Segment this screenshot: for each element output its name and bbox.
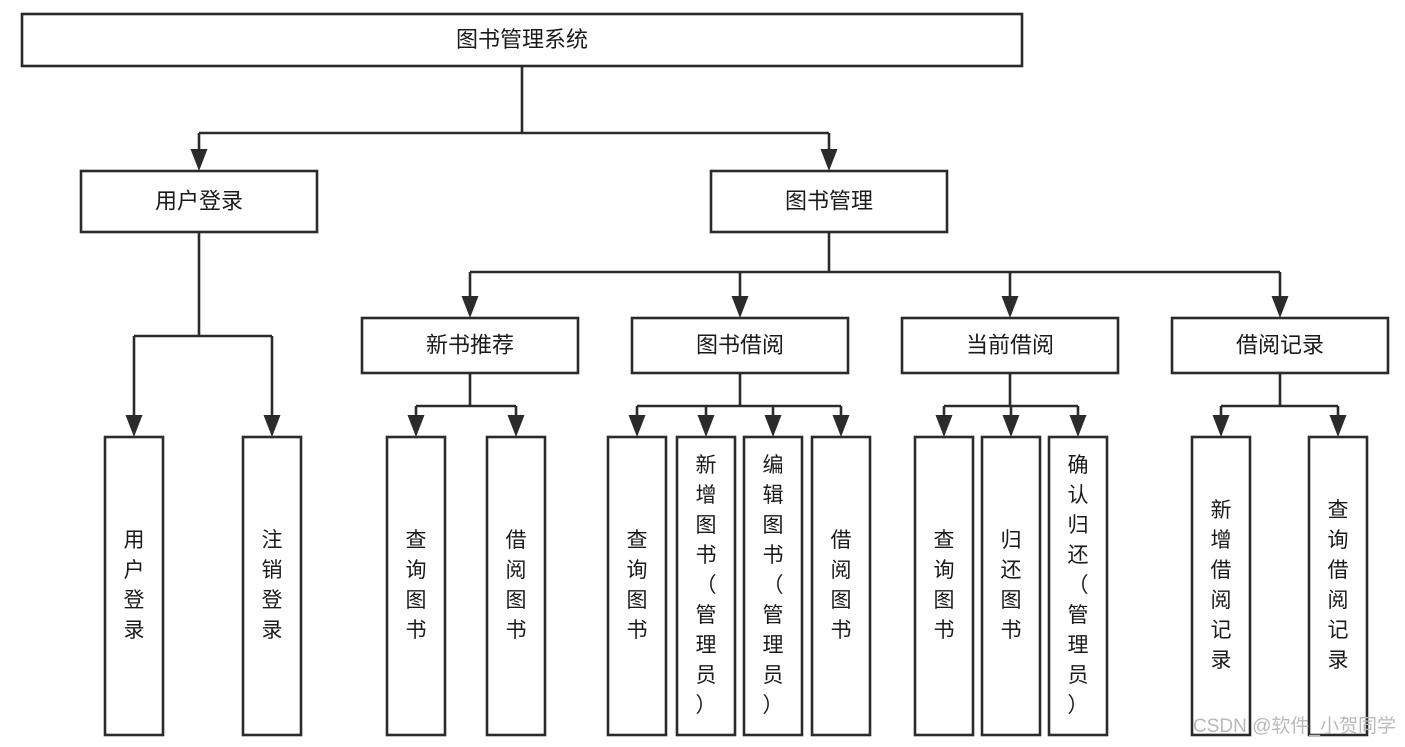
node-box-book-manage[interactable]	[709, 169, 949, 234]
arrow-head-icon	[764, 415, 782, 437]
node-label-leaf-query-record: 查询借阅记录	[1328, 499, 1349, 672]
node-leaf-add-book[interactable]: 新增图书（管理员）	[675, 435, 737, 737]
node-label-current-borrow: 当前借阅	[966, 332, 1054, 357]
node-leaf-query-book-1[interactable]: 查询图书	[385, 435, 447, 737]
node-box-leaf-add-record[interactable]	[1190, 435, 1252, 737]
node-leaf-add-record[interactable]: 新增借阅记录	[1190, 435, 1252, 737]
node-box-leaf-edit-book[interactable]	[742, 435, 804, 737]
node-label-book-borrow: 图书借阅	[696, 332, 784, 357]
arrow-head-icon	[832, 415, 850, 437]
node-box-user-login[interactable]	[79, 169, 319, 234]
watermark-layer: CSDN @软件_小贺同学	[1193, 715, 1396, 737]
node-box-leaf-logout[interactable]	[241, 435, 303, 737]
node-box-leaf-query-book-1[interactable]	[385, 435, 447, 737]
node-box-leaf-user-login[interactable]	[103, 435, 165, 737]
node-leaf-confirm-return[interactable]: 确认归还（管理员）	[1047, 435, 1109, 737]
node-label-leaf-add-record: 新增借阅记录	[1211, 499, 1232, 672]
arrow-head-icon	[935, 415, 953, 437]
connector-group-book-borrow	[628, 373, 850, 437]
node-leaf-user-login[interactable]: 用户登录	[103, 435, 165, 737]
node-leaf-edit-book[interactable]: 编辑图书（管理员）	[742, 435, 804, 737]
arrow-head-icon	[1271, 296, 1289, 318]
node-leaf-query-record[interactable]: 查询借阅记录	[1307, 435, 1369, 737]
arrow-head-icon	[628, 415, 646, 437]
node-label-user-login: 用户登录	[155, 188, 243, 213]
node-book-borrow[interactable]: 图书借阅	[630, 316, 850, 375]
connector-group-new-book-rec	[407, 373, 525, 437]
node-label-leaf-user-login: 用户登录	[124, 529, 145, 642]
node-label-leaf-edit-book: 编辑图书（管理员）	[763, 454, 784, 717]
node-root[interactable]: 图书管理系统	[20, 12, 1024, 68]
node-label-leaf-confirm-return: 确认归还（管理员）	[1068, 454, 1089, 717]
arrow-head-icon	[731, 296, 749, 318]
node-box-leaf-query-record[interactable]	[1307, 435, 1369, 737]
node-box-borrow-record[interactable]	[1170, 316, 1390, 375]
node-book-manage[interactable]: 图书管理	[709, 169, 949, 234]
arrow-head-icon	[1002, 415, 1020, 437]
node-label-root: 图书管理系统	[456, 27, 588, 52]
arrow-head-icon	[507, 415, 525, 437]
node-label-book-manage: 图书管理	[785, 188, 873, 213]
node-label-leaf-query-book-2: 查询图书	[627, 529, 648, 642]
node-current-borrow[interactable]: 当前借阅	[900, 316, 1120, 375]
node-label-borrow-record: 借阅记录	[1236, 332, 1324, 357]
node-box-leaf-query-book-2[interactable]	[606, 435, 668, 737]
node-leaf-query-book-2[interactable]: 查询图书	[606, 435, 668, 737]
node-box-root[interactable]	[20, 12, 1024, 68]
node-label-leaf-borrow-book-2: 借阅图书	[831, 529, 852, 642]
node-leaf-return-book[interactable]: 归还图书	[980, 435, 1042, 737]
arrow-head-icon	[190, 149, 208, 171]
node-leaf-query-book-3[interactable]: 查询图书	[913, 435, 975, 737]
csdn-watermark: CSDN @软件_小贺同学	[1193, 715, 1396, 737]
node-leaf-logout[interactable]: 注销登录	[241, 435, 303, 737]
connector-group-borrow-record	[1212, 373, 1347, 437]
node-box-leaf-query-book-3[interactable]	[913, 435, 975, 737]
connector-layer	[125, 66, 1347, 437]
node-leaf-borrow-book-2[interactable]: 借阅图书	[810, 435, 872, 737]
arrow-head-icon	[1001, 296, 1019, 318]
node-box-current-borrow[interactable]	[900, 316, 1120, 375]
arrow-head-icon	[697, 415, 715, 437]
node-box-new-book-rec[interactable]	[360, 316, 580, 375]
node-label-leaf-return-book: 归还图书	[1001, 529, 1022, 642]
node-label-leaf-borrow-book-1: 借阅图书	[506, 529, 527, 642]
arrow-head-icon	[263, 415, 281, 437]
node-label-leaf-query-book-3: 查询图书	[934, 529, 955, 642]
node-user-login[interactable]: 用户登录	[79, 169, 319, 234]
node-borrow-record[interactable]: 借阅记录	[1170, 316, 1390, 375]
node-leaf-borrow-book-1[interactable]: 借阅图书	[485, 435, 547, 737]
node-label-leaf-add-book: 新增图书（管理员）	[696, 454, 717, 717]
connector-group-user-login	[125, 232, 281, 437]
connector-group-current-borrow	[935, 373, 1087, 437]
node-box-book-borrow[interactable]	[630, 316, 850, 375]
node-box-leaf-borrow-book-1[interactable]	[485, 435, 547, 737]
node-label-leaf-query-book-1: 查询图书	[406, 529, 427, 642]
node-box-leaf-return-book[interactable]	[980, 435, 1042, 737]
node-box-leaf-confirm-return[interactable]	[1047, 435, 1109, 737]
arrow-head-icon	[1069, 415, 1087, 437]
node-box-leaf-add-book[interactable]	[675, 435, 737, 737]
node-label-leaf-logout: 注销登录	[262, 529, 283, 642]
arrow-head-icon	[1212, 415, 1230, 437]
node-box-leaf-borrow-book-2[interactable]	[810, 435, 872, 737]
connector-group-root	[190, 66, 838, 171]
node-label-new-book-rec: 新书推荐	[426, 332, 514, 357]
connector-group-book-manage	[461, 232, 1289, 318]
arrow-head-icon	[125, 415, 143, 437]
arrow-head-icon	[820, 149, 838, 171]
node-layer: 图书管理系统用户登录图书管理新书推荐图书借阅当前借阅借阅记录用户登录注销登录查询…	[20, 12, 1390, 737]
node-new-book-rec[interactable]: 新书推荐	[360, 316, 580, 375]
arrow-head-icon	[1329, 415, 1347, 437]
arrow-head-icon	[407, 415, 425, 437]
arrow-head-icon	[461, 296, 479, 318]
